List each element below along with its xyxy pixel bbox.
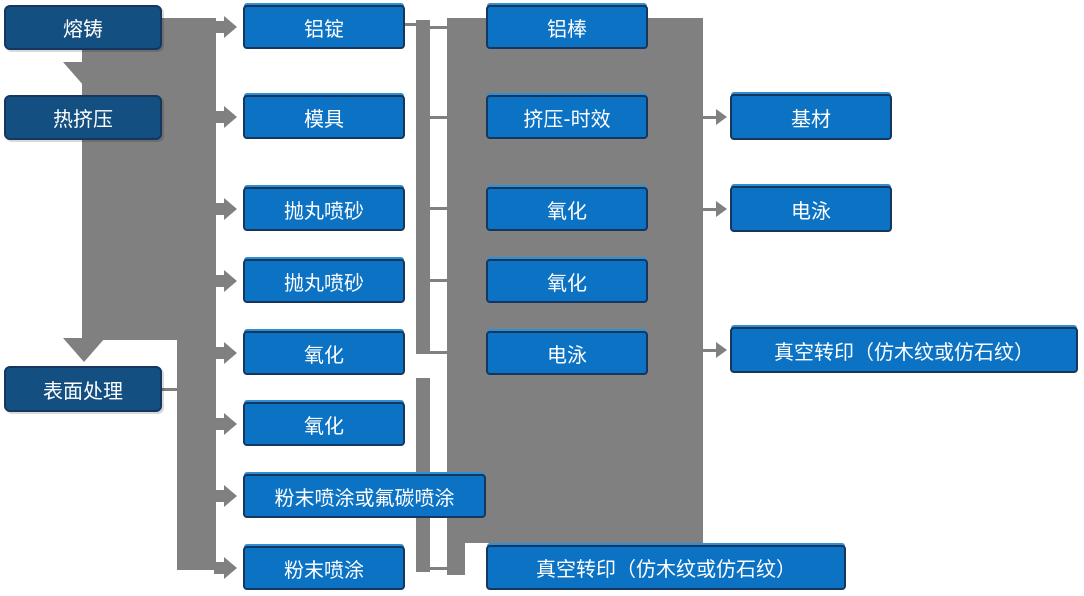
arrowhead-to-shot-blasting-2 — [224, 270, 237, 292]
node-oxidation-1: 氧化 — [243, 331, 405, 375]
arrowhead-to-oxidation-1 — [224, 342, 237, 364]
node-oxidation-4: 氧化 — [486, 259, 648, 303]
connector-line — [430, 279, 447, 282]
connector-surface-band — [177, 338, 216, 570]
node-oxidation-3: 氧化 — [486, 187, 648, 231]
arrowhead-to-electrophoresis — [716, 201, 727, 217]
connector-main-bus-extension — [447, 543, 465, 575]
node-surface-treatment: 表面处理 — [4, 366, 162, 412]
node-shot-blasting-1: 抛丸喷砂 — [243, 187, 405, 231]
arrowhead-to-oxidation-2 — [224, 413, 237, 435]
connector-line — [430, 26, 447, 29]
connector-line — [214, 347, 224, 359]
connector-line — [214, 203, 224, 215]
arrowhead-to-powder-fluorocarbon — [224, 485, 237, 507]
connector-line — [214, 562, 224, 574]
arrowhead-to-vacuum-transfer — [716, 342, 727, 358]
connector-line-powder-to-vacuum — [416, 567, 447, 570]
connector-line-aluminum-ingot-to-bus — [405, 23, 416, 26]
node-vacuum-transfer-2: 真空转印（仿木纹或仿石纹） — [730, 327, 1078, 373]
node-shot-blasting-2: 抛丸喷砂 — [243, 259, 405, 303]
node-base-material: 基材 — [730, 94, 892, 140]
node-aluminum-rod: 铝棒 — [486, 5, 648, 49]
node-powder-coating: 粉末喷涂 — [243, 546, 405, 590]
node-electrophoresis-2: 电泳 — [730, 186, 892, 232]
connector-line — [214, 111, 224, 123]
connector-line — [703, 116, 716, 119]
connector-line — [703, 208, 716, 211]
node-mold: 模具 — [243, 95, 405, 139]
connector-line — [430, 207, 447, 210]
node-aluminum-ingot: 铝锭 — [243, 5, 405, 49]
connector-line — [430, 351, 447, 354]
node-melting-casting: 熔铸 — [4, 5, 162, 50]
connector-bus-bar-upper — [416, 20, 430, 354]
node-hot-extrusion: 热挤压 — [4, 95, 162, 140]
connector-line — [214, 275, 224, 287]
connector-line — [214, 21, 224, 33]
node-powder-or-fluorocarbon-coating: 粉末喷涂或氟碳喷涂 — [243, 474, 486, 518]
connector-line-surface-treatment — [161, 388, 177, 391]
connector-line — [430, 116, 447, 119]
node-vacuum-transfer-1: 真空转印（仿木纹或仿石纹） — [486, 545, 846, 590]
connector-line — [703, 349, 716, 352]
arrowhead-to-base-material — [716, 109, 727, 125]
arrowhead-to-aluminum-ingot — [224, 16, 237, 38]
connector-line — [214, 418, 224, 430]
arrowhead-down-to-hot-extrusion — [63, 62, 105, 86]
connector-line — [214, 490, 224, 502]
node-extrusion-aging: 挤压-时效 — [486, 95, 648, 139]
arrowhead-down-to-surface-treatment — [63, 338, 105, 362]
arrowhead-to-powder-coating — [224, 557, 237, 579]
node-oxidation-2: 氧化 — [243, 402, 405, 446]
arrowhead-to-mold — [224, 106, 237, 128]
node-electrophoresis-1: 电泳 — [486, 331, 648, 375]
arrowhead-to-shot-blasting-1 — [224, 198, 237, 220]
